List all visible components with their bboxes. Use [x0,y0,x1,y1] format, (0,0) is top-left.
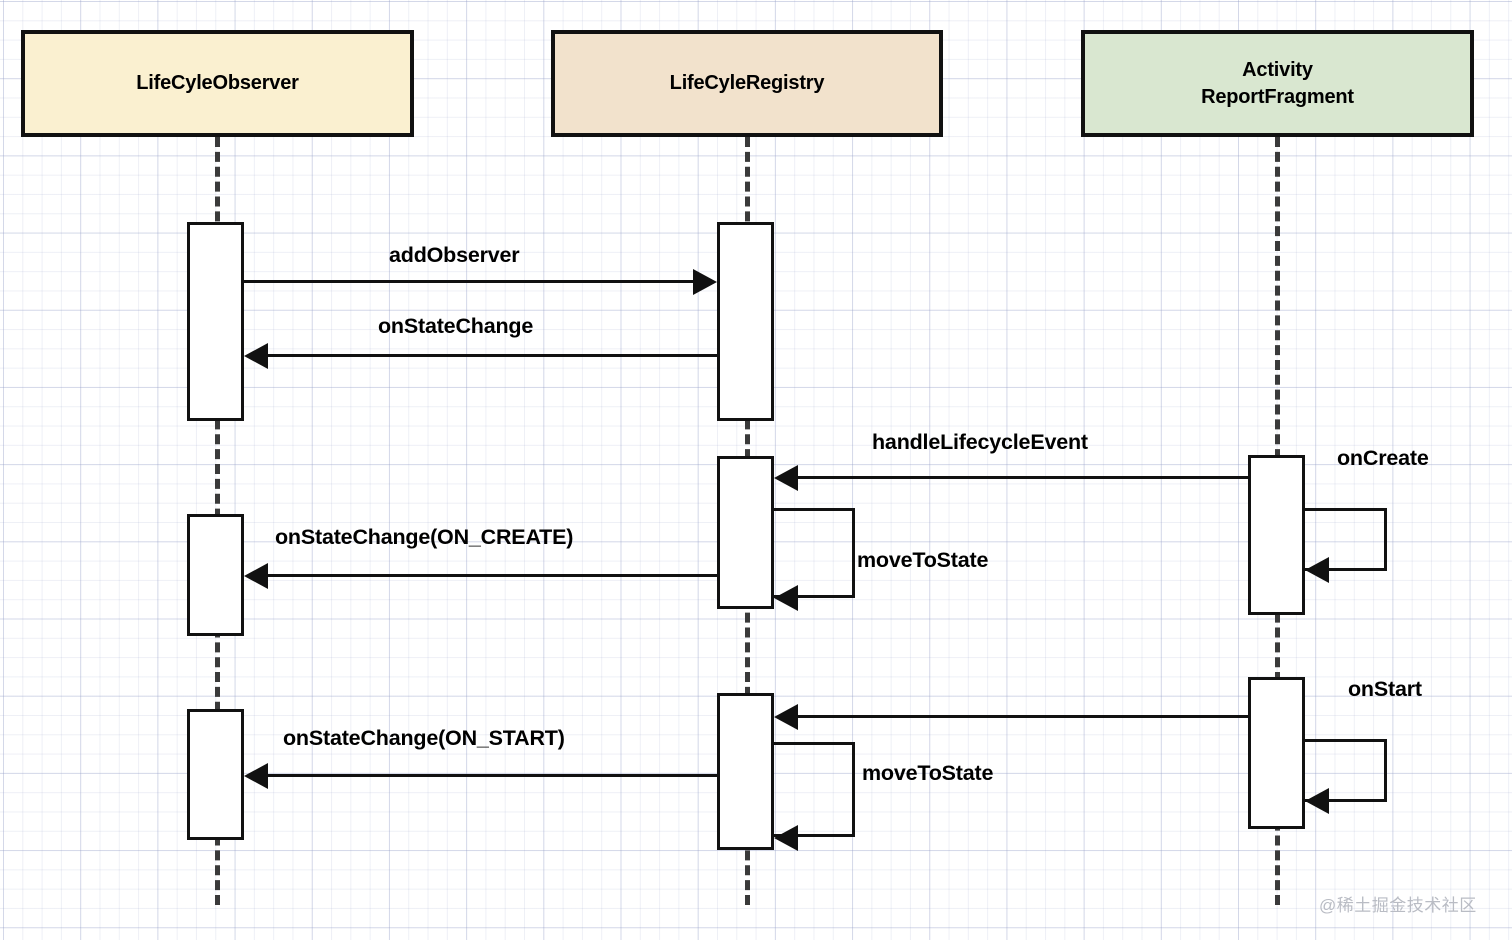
message-line-handlelifecycleevent [798,476,1250,479]
message-line-onstatechange-on-start [268,774,718,777]
participant-label-reportfragment: ReportFragment [1201,85,1354,108]
message-selfcall-movetostate-1 [774,508,855,598]
message-arrowhead-handlelifecycleevent [774,465,798,491]
participant-box-lifecyleregistry[interactable]: LifeCyleRegistry [551,30,943,137]
message-line-onstatechange [268,354,718,357]
message-label-onstatechange: onStateChange [378,314,534,338]
activation-observer-1[interactable] [187,222,244,421]
message-selfcall-movetostate-2 [774,742,855,837]
message-line-addobserver [244,280,694,283]
message-arrowhead-addobserver [693,269,717,295]
message-arrowhead-onstatechange [244,343,268,369]
activation-activity-1[interactable] [1248,455,1305,615]
message-label-oncreate: onCreate [1337,446,1429,470]
activation-registry-3[interactable] [717,693,774,850]
message-arrowhead-oncreate [1305,557,1329,583]
participant-label-lifecyleregistry: LifeCyleRegistry [669,72,825,94]
message-arrowhead-movetostate-1 [774,585,798,611]
participant-label-activity: Activity [1242,58,1313,81]
message-arrowhead-onstart [1305,788,1329,814]
message-arrowhead-onstatechange-on-start [244,763,268,789]
message-label-addobserver: addObserver [389,243,520,267]
message-line-onstatechange-on-create [268,574,718,577]
activation-observer-3[interactable] [187,709,244,840]
message-line-handlelifecycleevent-start [798,715,1250,718]
message-arrowhead-onstatechange-on-create [244,563,268,589]
activation-activity-2[interactable] [1248,677,1305,829]
message-label-handlelifecycleevent: handleLifecycleEvent [872,430,1088,454]
activation-registry-1[interactable] [717,222,774,421]
message-selfcall-oncreate [1305,508,1387,571]
message-label-movetostate-2: moveToState [862,761,994,785]
message-label-onstatechange-on-start: onStateChange(ON_START) [283,726,565,750]
message-label-movetostate-1: moveToState [857,548,989,572]
participant-box-activity-reportfragment[interactable]: Activity ReportFragment [1081,30,1474,137]
participant-label-lifecyleobserver: LifeCyleObserver [136,72,299,94]
activation-registry-2[interactable] [717,456,774,609]
activation-observer-2[interactable] [187,514,244,636]
message-arrowhead-movetostate-2 [774,825,798,851]
watermark: @稀土掘金技术社区 [1319,896,1477,915]
message-selfcall-onstart [1305,739,1387,802]
message-label-onstart: onStart [1348,677,1422,701]
message-arrowhead-handlelifecycleevent-start [774,704,798,730]
message-label-onstatechange-on-create: onStateChange(ON_CREATE) [275,525,574,549]
participant-box-lifecyleobserver[interactable]: LifeCyleObserver [21,30,414,137]
